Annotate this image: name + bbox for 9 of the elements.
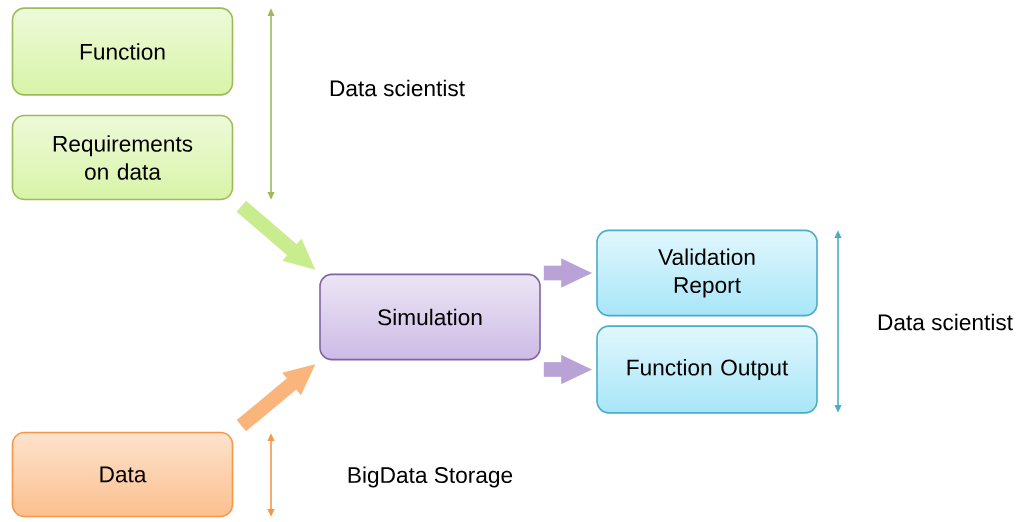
role-label: Data scientist — [878, 313, 1013, 331]
process-box: Data — [11, 431, 234, 518]
process-box: Simulation — [319, 273, 541, 361]
process-box: Requirements on data — [11, 114, 234, 201]
role-label: Data scientist — [330, 79, 465, 97]
process-box: Function Output — [596, 325, 818, 414]
role-label: BigData Storage — [348, 466, 513, 488]
process-box: Function — [11, 7, 234, 96]
process-box: Validation Report — [596, 229, 818, 317]
